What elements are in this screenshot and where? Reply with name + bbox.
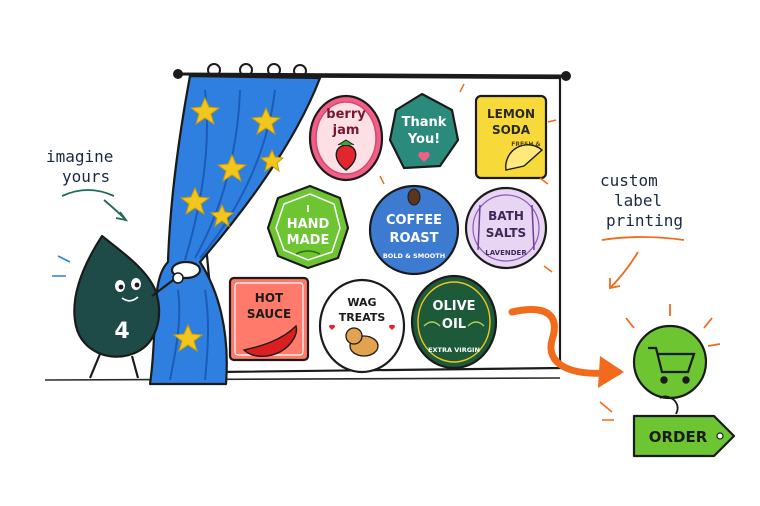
annotation-imagine-yours: imagine yours (46, 147, 129, 222)
order-group[interactable]: ORDER (625, 304, 736, 458)
mascot-number: 4 (114, 319, 129, 344)
lemon-slice-icon (505, 144, 544, 171)
arrow-icon (103, 199, 129, 222)
annotation-text: printing (606, 211, 683, 230)
label-text: HAND (287, 217, 330, 232)
star-icon (216, 153, 248, 183)
label-wag-treats[interactable]: WAG TREATS (318, 278, 406, 374)
arrow-head-icon (598, 356, 624, 388)
annotation-custom-label-printing: custom label printing (600, 171, 685, 290)
label-text: You! (407, 132, 440, 147)
label-text: SALTS (486, 226, 526, 240)
label-text: I (306, 204, 310, 215)
lavender-icon (477, 204, 481, 251)
star-icon (172, 323, 204, 353)
star-icon (179, 186, 211, 216)
label-tag: LAVENDER (485, 249, 527, 257)
annotation-text: yours (62, 167, 110, 186)
label-text: Thank (402, 115, 447, 130)
label-tag: EXTRA VIRGIN (428, 346, 480, 354)
heart-icon (328, 324, 336, 330)
label-text: SODA (492, 123, 531, 137)
label-text: TREATS (339, 311, 386, 324)
label-lemon-soda[interactable]: LEMON SODA FRESH & (474, 94, 548, 180)
label-berry-jam[interactable]: berry jam (308, 94, 384, 182)
label-bath-salts[interactable]: BATH SALTS LAVENDER (464, 186, 548, 270)
label-text: jam (332, 123, 360, 138)
coffee-bean-icon (407, 188, 421, 206)
star-icon (189, 96, 221, 126)
shopping-cart-icon (648, 346, 696, 384)
arrow-icon (609, 251, 639, 290)
ground-line (44, 377, 561, 381)
heart-icon (388, 324, 396, 330)
label-text: WAG (347, 296, 376, 309)
annotation-text: custom (600, 171, 658, 190)
olive-branch-icon (423, 321, 441, 327)
label-tag: BOLD & SMOOTH (383, 252, 445, 260)
label-text: OLIVE (432, 299, 475, 314)
label-text: ROAST (389, 231, 438, 246)
label-text: COFFEE (386, 213, 442, 228)
olive-branch-icon (467, 321, 485, 327)
flow-arrow (508, 306, 622, 377)
label-text: SAUCE (247, 307, 291, 321)
strawberry-icon (335, 144, 357, 171)
mascot-drop: 4 (52, 234, 184, 379)
label-coffee-roast[interactable]: COFFEE ROAST BOLD & SMOOTH (368, 184, 460, 276)
lavender-icon (531, 204, 535, 251)
label-text: HOT (255, 291, 284, 305)
order-label: ORDER (649, 428, 708, 446)
label-thank-you[interactable]: Thank You! (388, 92, 460, 170)
annotation-text: imagine (46, 147, 113, 166)
label-hot-sauce[interactable]: HOT SAUCE (228, 276, 310, 362)
order-tag-button[interactable] (632, 414, 736, 458)
curtain-rod (173, 63, 571, 81)
star-icon (250, 106, 282, 136)
blue-curtain (148, 74, 322, 386)
label-text: LEMON (487, 107, 535, 121)
star-icon (259, 148, 285, 173)
label-text: MADE (287, 233, 330, 248)
chili-pepper-icon (242, 324, 298, 357)
annotation-text: label (614, 191, 662, 210)
label-olive-oil[interactable]: OLIVE OIL EXTRA VIRGIN (410, 274, 498, 370)
label-text: berry (326, 107, 366, 122)
leaf-sprig-icon (295, 250, 321, 255)
heart-icon (418, 151, 430, 162)
label-text: OIL (442, 317, 466, 332)
label-text: BATH (488, 209, 524, 223)
dog-icon (345, 327, 379, 357)
cart-button[interactable] (632, 324, 708, 400)
label-hand-made[interactable]: I HAND MADE (266, 184, 350, 270)
star-icon (209, 203, 235, 228)
